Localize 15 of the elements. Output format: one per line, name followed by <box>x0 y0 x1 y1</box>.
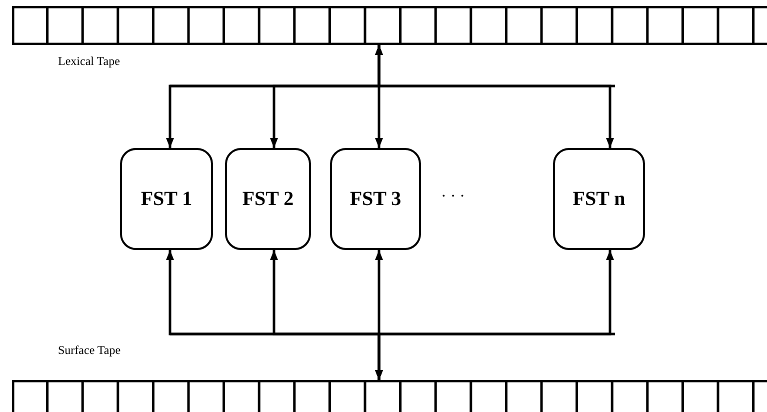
box-label: FST 2 <box>242 188 294 210</box>
double-arrow <box>375 250 614 380</box>
process-box <box>330 148 421 250</box>
ellipsis-label: · · · <box>441 188 465 206</box>
box-label: FST 3 <box>350 188 402 210</box>
process-box <box>553 148 645 250</box>
box-label: FST n <box>572 188 626 210</box>
process-box <box>225 148 311 250</box>
tape-strip <box>12 6 767 45</box>
box-label: FST 1 <box>140 188 192 210</box>
tape-label: Lexical Tape <box>58 54 120 69</box>
tape-strip <box>12 380 767 412</box>
process-box <box>120 148 213 250</box>
tape-label: Surface Tape <box>58 343 121 358</box>
double-arrow <box>375 45 614 148</box>
